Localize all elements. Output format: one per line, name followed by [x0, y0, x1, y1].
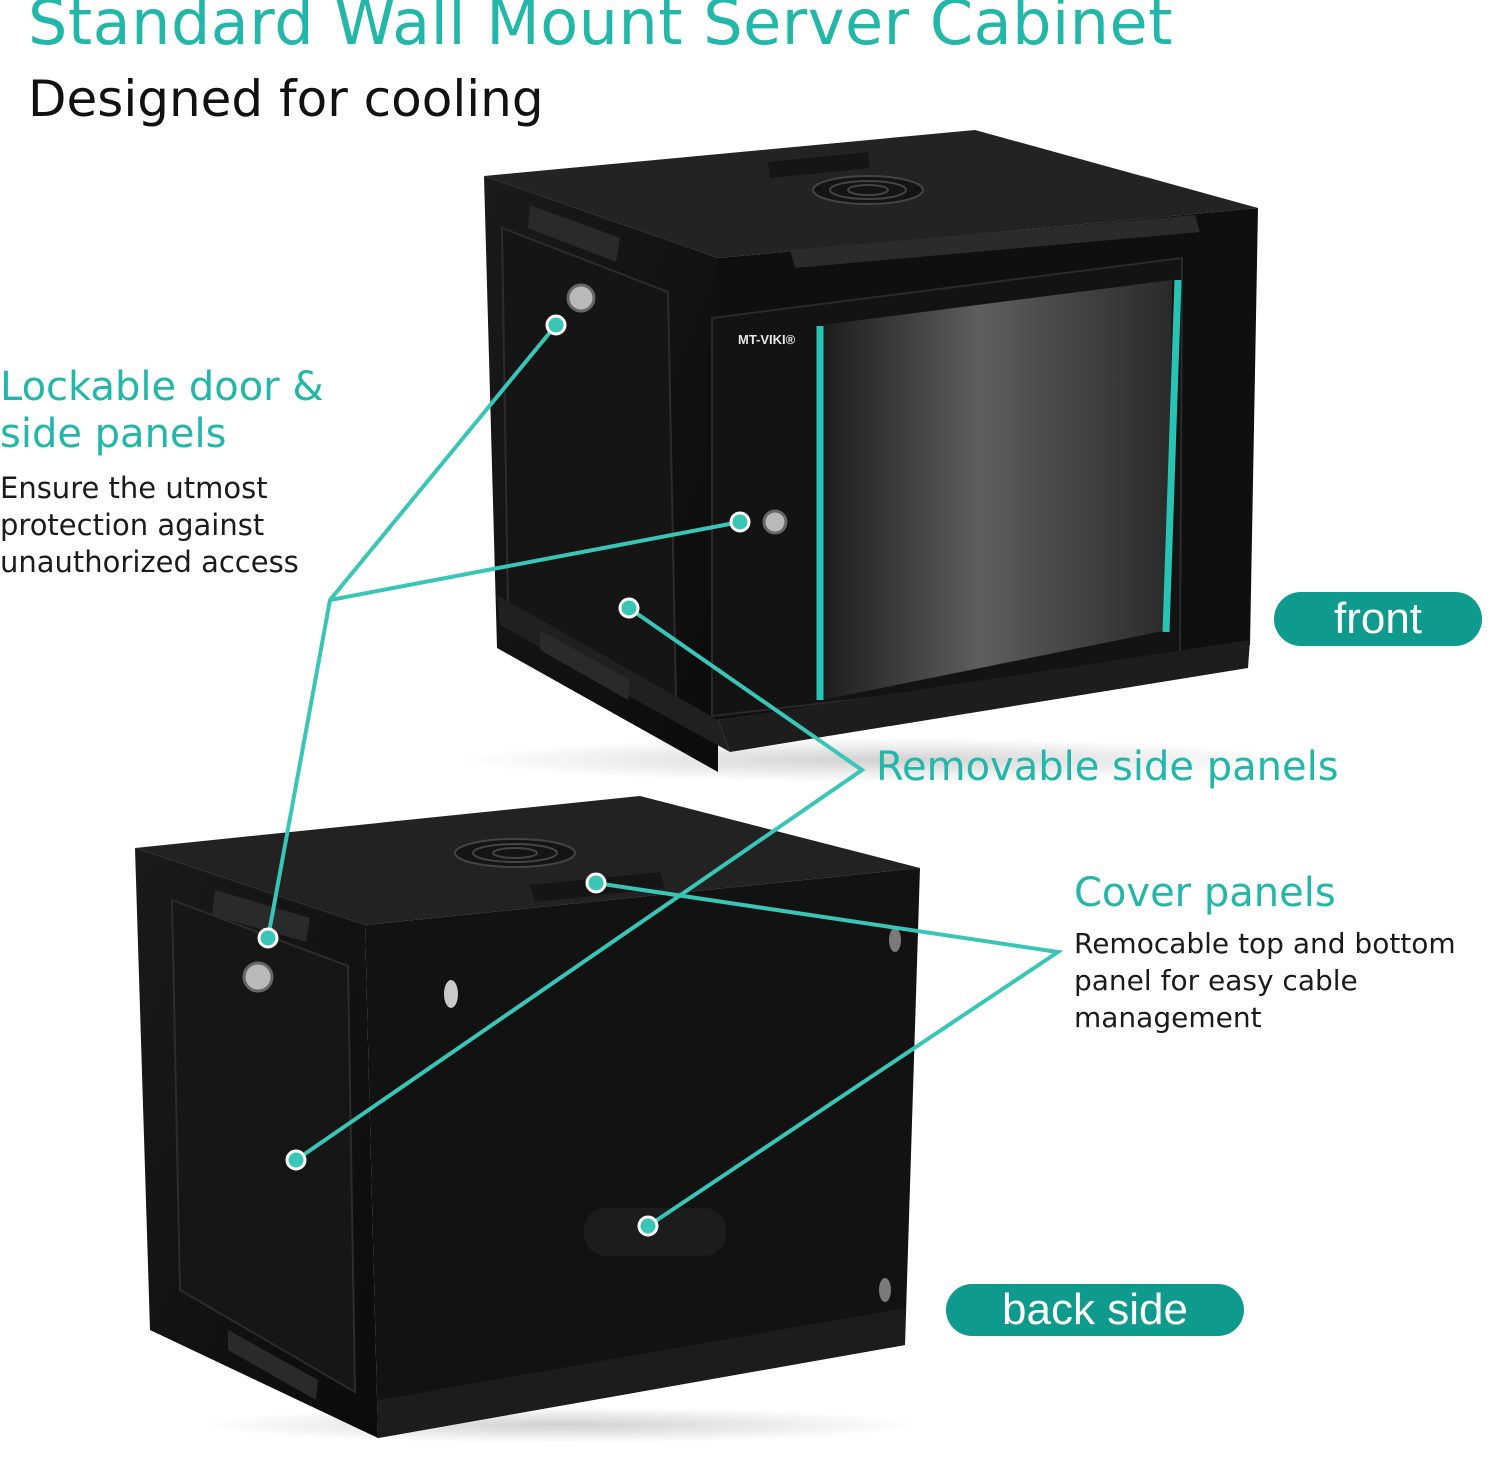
- front-cabinet: MT-VIKI®: [460, 130, 1300, 782]
- lock-icon: [566, 283, 596, 313]
- feature-title: side panels: [0, 411, 227, 457]
- callout-dot-icon: [285, 1149, 307, 1171]
- feature-title: Cover panels: [1074, 870, 1336, 916]
- lock-icon: [242, 961, 274, 993]
- feature-desc: management: [1074, 1001, 1262, 1034]
- fan-vent-icon: [454, 838, 576, 868]
- callout-dot-icon: [729, 511, 751, 533]
- lock-icon: [762, 509, 788, 535]
- front-tag: front: [1274, 592, 1482, 646]
- callout-dot-icon: [585, 872, 607, 894]
- back-cabinet: [135, 796, 920, 1443]
- back-side-tag: back side: [946, 1284, 1244, 1336]
- feature-desc: Ensure the utmost: [0, 471, 268, 505]
- feature-desc: Remocable top and bottom: [1074, 927, 1456, 960]
- feature-removable-title: Removable side panels: [876, 744, 1339, 790]
- callout-dot-icon: [637, 1215, 659, 1237]
- feature-title: Lockable door &: [0, 364, 324, 410]
- page-title: Standard Wall Mount Server Cabinet: [28, 0, 1173, 59]
- callout-dot-icon: [545, 314, 567, 336]
- feature-desc: unauthorized access: [0, 545, 299, 579]
- page-subtitle: Designed for cooling: [28, 70, 544, 128]
- callout-dot-icon: [257, 927, 279, 949]
- feature-desc: panel for easy cable: [1074, 964, 1358, 997]
- callout-lines: [266, 323, 1064, 1228]
- feature-desc: protection against: [0, 508, 265, 542]
- brand-logo: MT-VIKI®: [738, 332, 796, 347]
- callout-dots: [257, 314, 751, 1237]
- callout-dot-icon: [618, 597, 640, 619]
- fan-vent-icon: [812, 175, 924, 205]
